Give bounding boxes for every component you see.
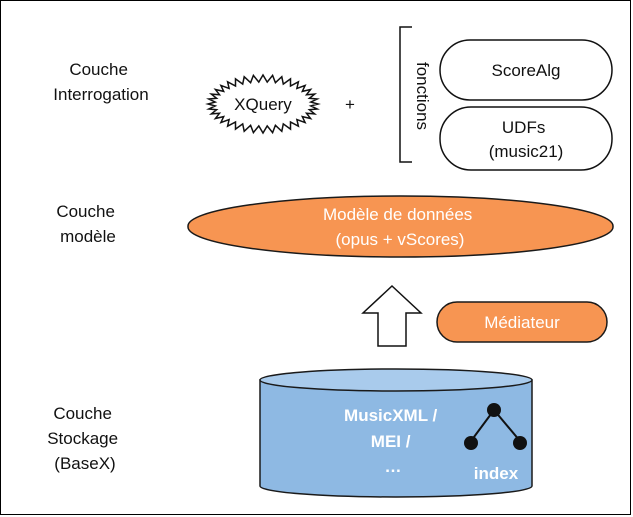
fonctions-bracket — [399, 26, 412, 163]
layer-label-modele-line-1: Couche — [56, 202, 115, 221]
layer-label-stockage-line-3: (BaseX) — [54, 454, 115, 473]
data-model-label-line-2: (opus + vScores) — [336, 230, 465, 249]
fonctions-label: fonctions — [413, 62, 432, 130]
layer-label-interrogation-line-1: Couche — [69, 60, 128, 79]
index-label: index — [474, 464, 519, 483]
plus-sign: + — [345, 95, 355, 114]
udfs-label: UDFs (music21) — [489, 118, 564, 161]
up-arrow-icon — [361, 284, 423, 347]
storage-cylinder-body — [259, 379, 533, 498]
layer-label-interrogation: Couche Interrogation — [53, 60, 148, 104]
index-tree-icon — [464, 403, 527, 450]
layer-label-modele: Couche modèle — [56, 202, 119, 246]
storage-format-line-3: … — [385, 457, 402, 476]
mediator-box — [436, 301, 608, 343]
scorealg-box — [439, 39, 613, 101]
storage-cylinder-top — [259, 368, 533, 392]
layer-label-modele-line-2: modèle — [60, 227, 116, 246]
udfs-label-line-1: UDFs — [502, 118, 545, 137]
layer-label-interrogation-line-2: Interrogation — [53, 85, 148, 104]
xquery-label: XQuery — [234, 95, 292, 114]
udfs-box — [439, 106, 613, 171]
xquery-starburst-shape — [205, 73, 321, 135]
layer-label-stockage: Couche Stockage (BaseX) — [47, 404, 123, 473]
storage-formats-label: MusicXML / MEI / … — [344, 406, 442, 476]
storage-format-line-2: MEI / — [371, 432, 411, 451]
data-model-label-line-1: Modèle de données — [323, 205, 472, 224]
udfs-label-line-2: (music21) — [489, 142, 564, 161]
mediator-label: Médiateur — [484, 313, 560, 332]
storage-format-line-1: MusicXML / — [344, 406, 437, 425]
data-model-label: Modèle de données (opus + vScores) — [323, 205, 477, 249]
layer-label-stockage-line-1: Couche — [53, 404, 112, 423]
layer-label-stockage-line-2: Stockage — [47, 429, 118, 448]
data-model-box — [187, 195, 614, 258]
scorealg-label: ScoreAlg — [492, 61, 561, 80]
